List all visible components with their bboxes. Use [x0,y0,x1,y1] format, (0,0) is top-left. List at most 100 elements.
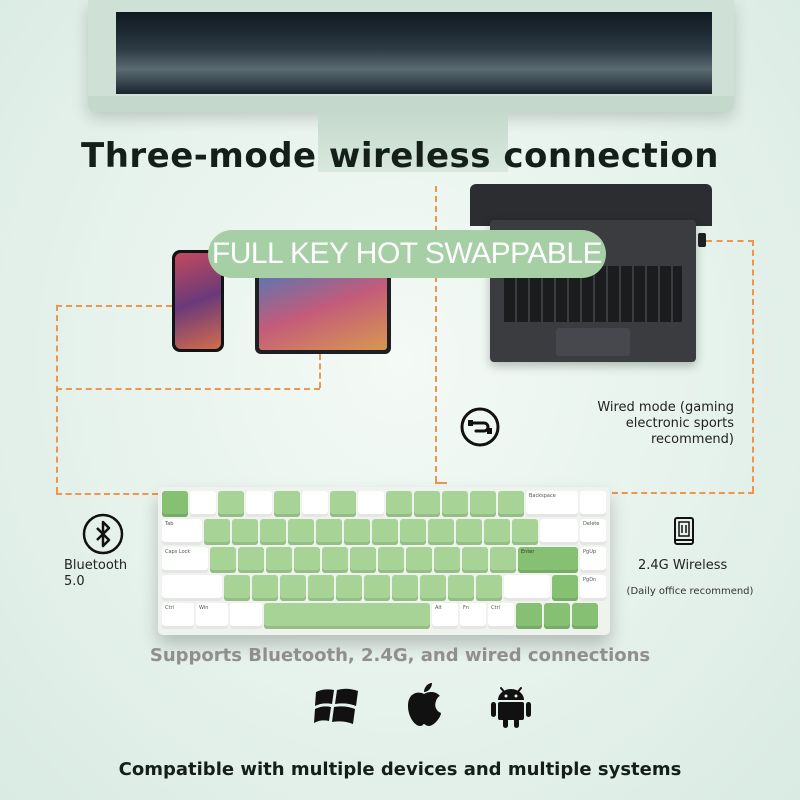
wired-mode-label: Wired mode (gaming electronic sports rec… [560,400,734,448]
key [490,547,516,573]
key [428,519,454,545]
key [386,491,412,517]
key-ctrl-right: Ctrl [488,603,514,629]
key [484,519,510,545]
windows-icon [314,688,358,724]
key [372,519,398,545]
monitor-screen [116,12,712,94]
wired-mode-line-3: recommend) [650,432,734,447]
key-arrow-left [516,603,542,629]
key [294,547,320,573]
dashed-line-right-bottom [612,492,754,494]
key-ctrl: Ctrl [162,603,194,629]
keyboard-image: Backspace Tab Delete Caps Lock [158,487,610,635]
key [358,491,384,517]
footer-text: Compatible with multiple devices and mul… [118,759,682,780]
key [448,575,474,601]
key [238,547,264,573]
key [330,491,356,517]
headline: Three-mode wireless connection [81,136,719,176]
key [400,519,426,545]
key-tab: Tab [162,519,202,545]
key [392,575,418,601]
dongle-image [698,233,706,247]
wired-mode-line-1: Wired mode (gaming [597,400,734,415]
key [280,575,306,601]
key [470,491,496,517]
dashed-line-left [56,305,58,493]
monitor-chin [88,96,734,112]
tablet-image [255,262,391,354]
key [252,575,278,601]
key [162,491,188,517]
key [580,491,606,517]
keyboard-row-1: Backspace [162,491,606,517]
key-pgup: PgUp [580,547,606,573]
dashed-line-right-top [706,240,754,242]
wireless-24g-note: (Daily office recommend) [626,586,754,597]
dashed-line-left-bottom [56,493,158,495]
key [218,491,244,517]
laptop-lid [470,184,712,226]
key [414,491,440,517]
key [406,547,432,573]
key [266,547,292,573]
keyboard-row-5: Ctrl Win Alt Fn Ctrl [162,603,606,629]
key [288,519,314,545]
hot-swappable-badge: FULL KEY HOT SWAPPABLE [208,230,606,278]
apple-icon [408,683,441,726]
key-shift [162,575,222,601]
key [476,575,502,601]
android-icon [491,687,531,728]
keyboard-row-3: Caps Lock Enter PgUp [162,547,606,573]
key [302,491,328,517]
key [232,519,258,545]
key-delete: Delete [580,519,606,545]
dashed-line-right [752,240,754,492]
usb-dongle-icon [674,517,694,545]
key [540,519,578,545]
key [420,575,446,601]
key [456,519,482,545]
key-arrow-up [552,575,578,601]
key [322,547,348,573]
monitor-stand [318,112,508,172]
bluetooth-line-2: 5.0 [64,574,85,589]
key [498,491,524,517]
key-pgdn: PgDn [580,575,606,601]
key [442,491,468,517]
dashed-line-center-base [435,482,447,484]
key-arrow-right [572,603,598,629]
key-backspace: Backspace [526,491,578,517]
key [512,519,538,545]
wired-mode-line-2: electronic sports [625,416,734,431]
keyboard-row-2: Tab Delete [162,519,606,545]
bluetooth-icon [82,513,124,555]
key [336,575,362,601]
key-enter: Enter [518,547,578,573]
key [230,603,262,629]
key [224,575,250,601]
monitor [88,0,734,112]
laptop-trackpad [556,328,630,356]
key [378,547,404,573]
wireless-24g-label: 2.4G Wireless [638,558,728,573]
key [344,519,370,545]
key [260,519,286,545]
key [316,519,342,545]
dashed-line-tablet-h [56,388,320,390]
key [434,547,460,573]
cable-icon [460,407,500,447]
dashed-line-left-top [56,305,172,307]
key [246,491,272,517]
key-caps-lock: Caps Lock [162,547,208,573]
key [350,547,376,573]
key-space [264,603,430,629]
dashed-line-center [435,186,437,482]
key-win: Win [196,603,228,629]
key-arrow-down [544,603,570,629]
bluetooth-label: Bluetooth 5.0 [64,558,164,590]
key [364,575,390,601]
key [308,575,334,601]
key [504,575,550,601]
